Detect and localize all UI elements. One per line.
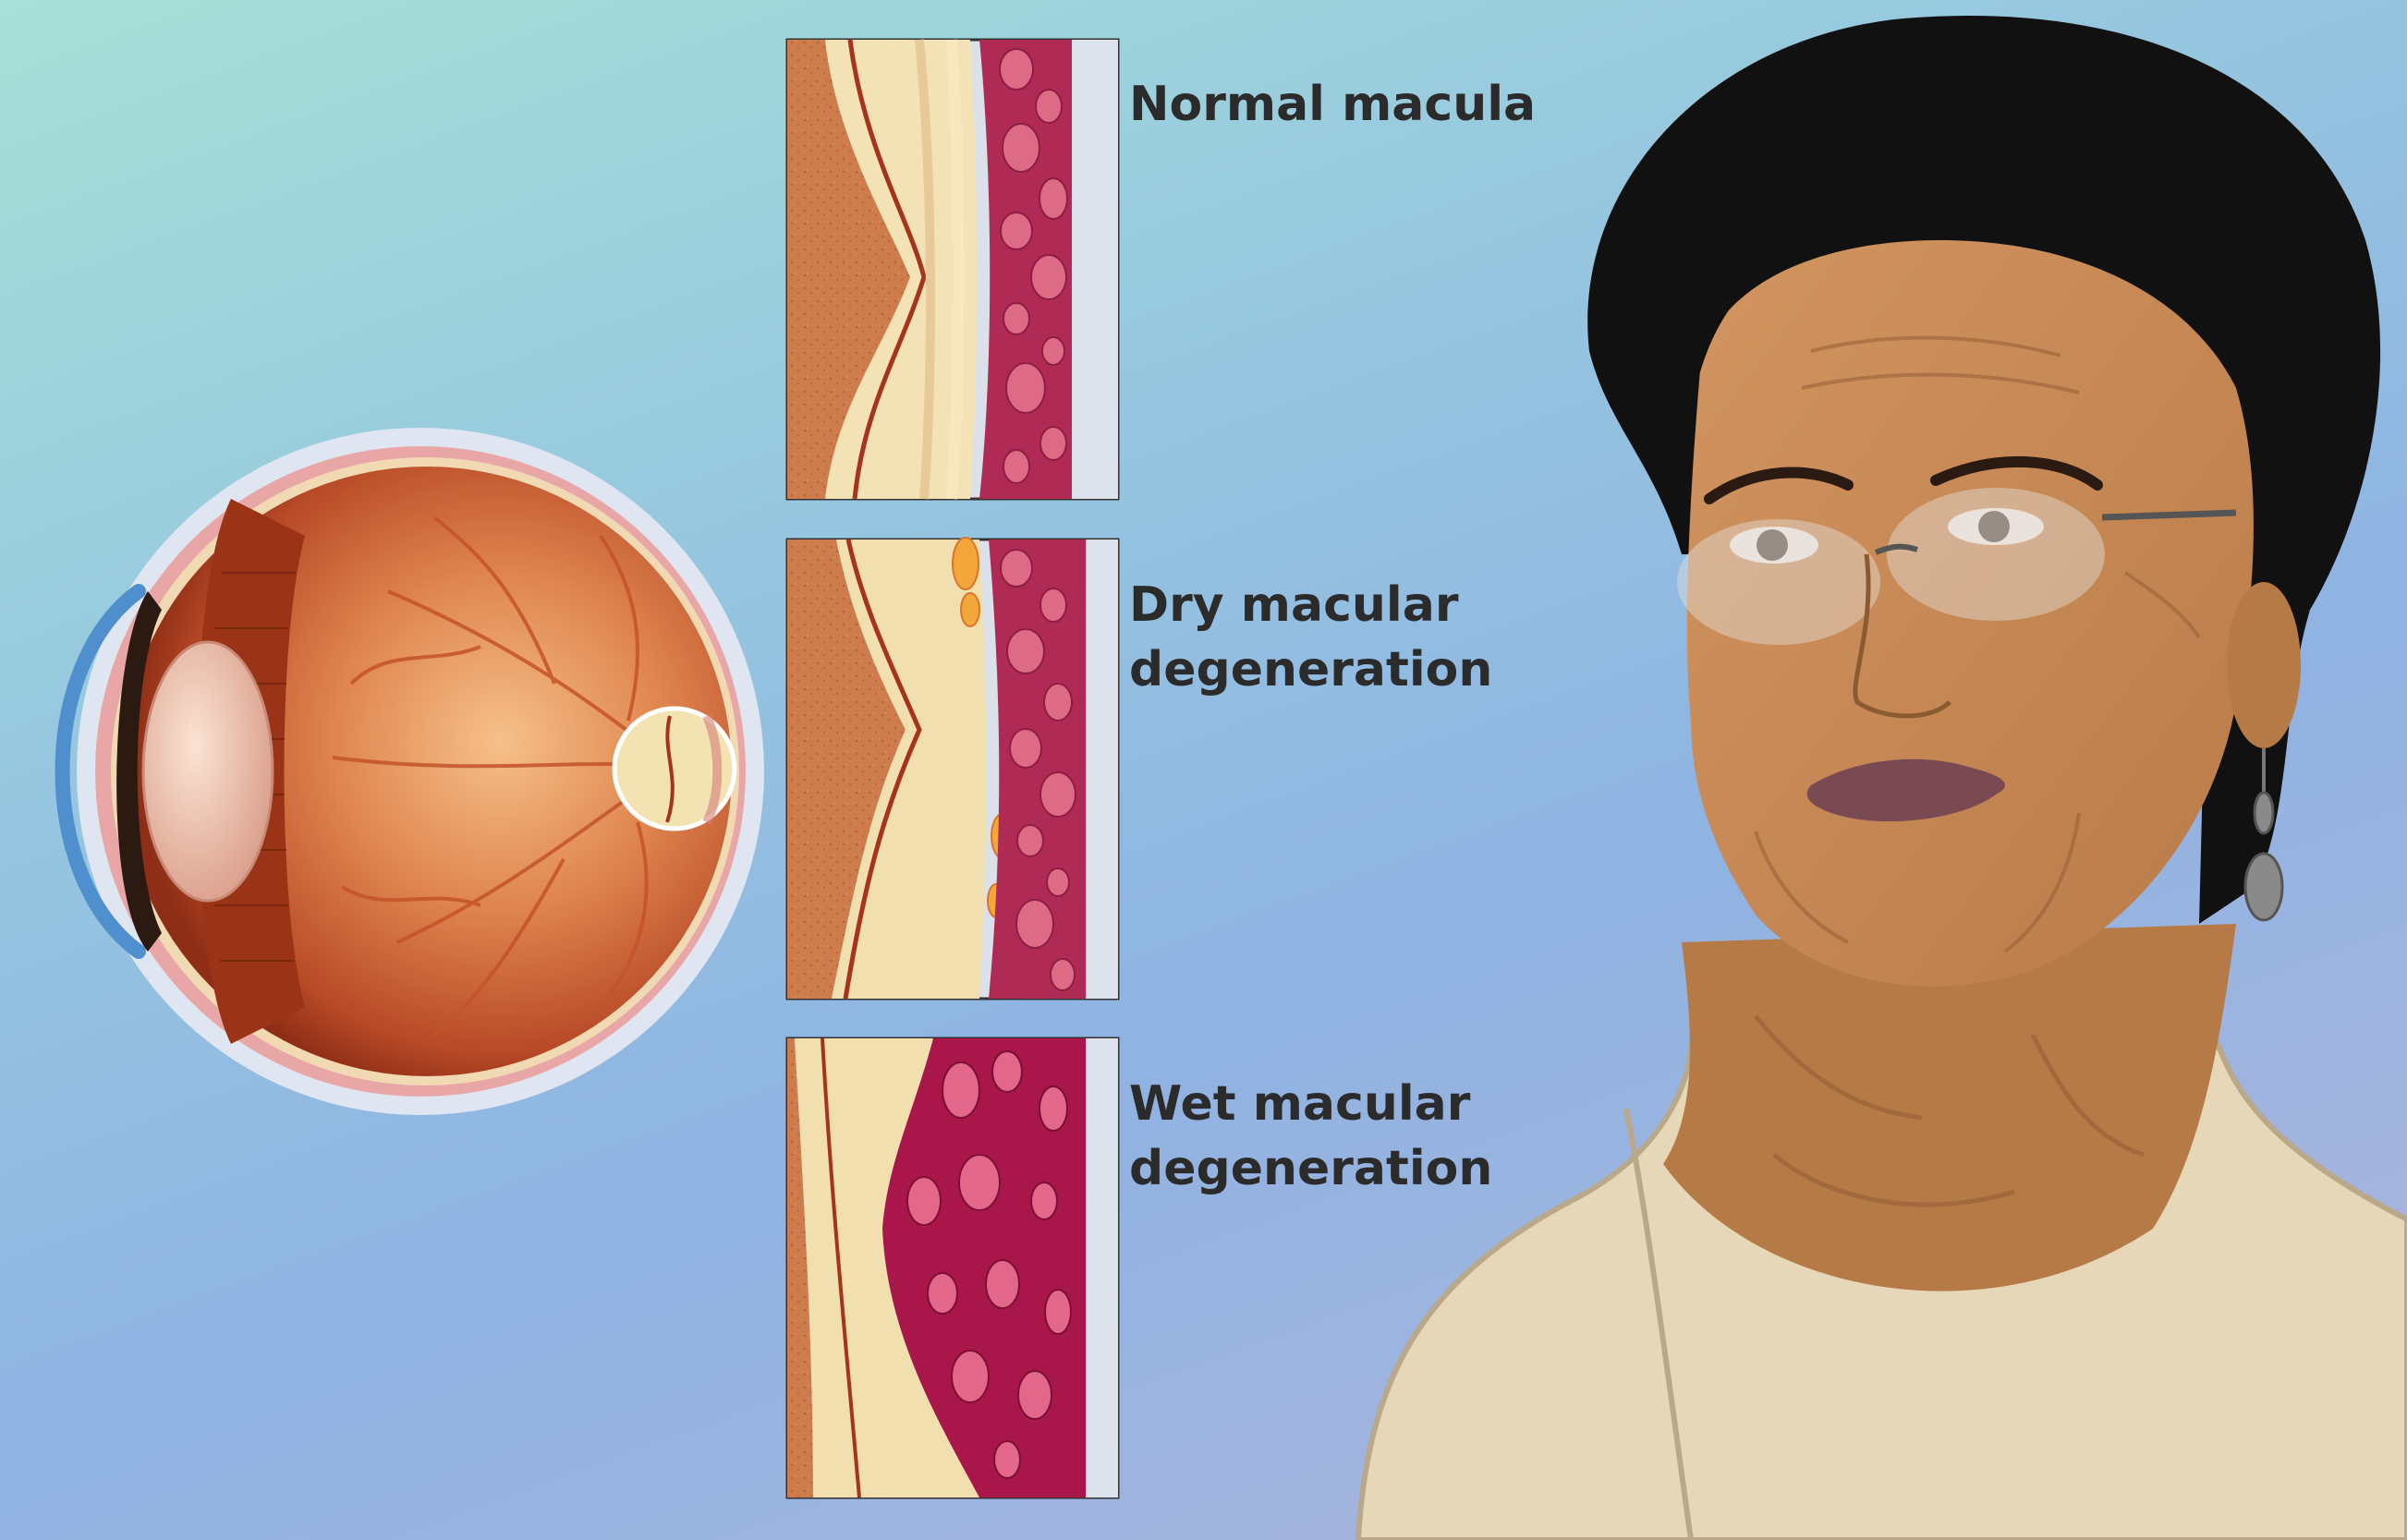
- eye-cross-section: [55, 428, 764, 1115]
- hair-front: [1682, 160, 2310, 416]
- choroid-vessels: [999, 48, 1068, 484]
- label-normal-macula: Normal macula: [1129, 72, 1536, 137]
- sclera-layer: [787, 540, 906, 999]
- iris: [116, 591, 162, 952]
- wrinkles: [1754, 335, 2201, 953]
- bruch-edge: [1086, 1038, 1118, 1498]
- label-line: degeneration: [1129, 642, 1493, 697]
- retina-layers: [825, 40, 978, 499]
- label-line: Normal macula: [1129, 77, 1537, 132]
- label-line: Dry macular: [1129, 577, 1459, 633]
- neck: [1663, 924, 2236, 1291]
- abnormal-vessels: [906, 1050, 1072, 1479]
- bruch-edge: [1072, 40, 1118, 499]
- panel-normal-macula: [785, 38, 1120, 501]
- sclera-layer: [787, 1038, 813, 1498]
- retina-layers: [795, 1038, 979, 1498]
- elderly-woman-portrait: [1355, 16, 2407, 1540]
- lens: [141, 640, 274, 903]
- earring: [2243, 748, 2284, 922]
- label-line: Wet macular: [1129, 1076, 1471, 1132]
- bruch-edge: [1086, 540, 1118, 999]
- panel-wet-macular-degeneration: [785, 1037, 1120, 1499]
- label-dry-macular-degeneration: Dry macular degeneration: [1129, 573, 1492, 702]
- eyebrow-left: [1704, 467, 1854, 504]
- ear: [2227, 582, 2301, 748]
- glasses: [1677, 488, 2237, 645]
- sclera-layer: [787, 40, 910, 499]
- macula-magnifier: [612, 706, 737, 831]
- choroid-vessels: [1000, 549, 1076, 991]
- panel-dry-macular-degeneration: [785, 537, 1120, 1000]
- label-wet-macular-degeneration: Wet macular degeneration: [1129, 1072, 1492, 1201]
- retina-layers: [832, 540, 987, 999]
- label-line: degeneration: [1129, 1141, 1493, 1196]
- nose: [1853, 553, 1951, 719]
- mouth: [1806, 758, 2005, 822]
- cornea: [55, 584, 146, 959]
- eyebrow-right: [1930, 455, 2103, 491]
